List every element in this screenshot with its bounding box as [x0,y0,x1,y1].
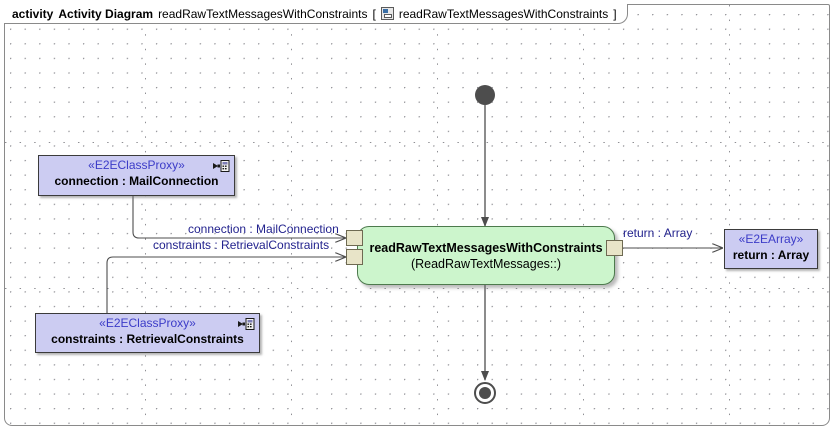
object-node-constraints-label: constraints : RetrievalConstraints [51,332,244,346]
action-node-subtitle: (ReadRawTextMessages::) [410,256,562,271]
diagram-frame [4,4,830,426]
grid-major-column [291,5,292,425]
object-node-return-stereotype: «E2EArray» [738,232,804,246]
grid-major-column [145,5,146,425]
class-proxy-icon [213,160,230,172]
header-diagram-type: Activity Diagram [58,6,154,21]
object-node-connection-stereotype: «E2EClassProxy» [88,158,185,172]
edge-label-connection: connection : MailConnection [188,222,339,236]
grid-major-column [437,5,438,425]
object-node-connection[interactable]: «E2EClassProxy» connection : MailConnect… [38,155,235,196]
object-node-constraints-stereotype: «E2EClassProxy» [99,316,196,330]
activity-diagram-icon [380,7,394,20]
grid-major-column [729,5,730,425]
grid-major-column [583,5,584,425]
class-proxy-icon [238,318,255,330]
header-qualified-name: readRawTextMessagesWithConstraints [398,6,609,21]
activity-final-node[interactable] [474,382,496,404]
connection-input-pin[interactable] [346,230,363,246]
header-bracket-open: [ [372,6,376,21]
action-node-readRawTextMessagesWithConstraints[interactable]: readRawTextMessagesWithConstraints (Read… [357,226,615,285]
constraints-input-pin[interactable] [346,249,363,265]
object-node-return[interactable]: «E2EArray» return : Array [724,229,818,269]
edge-label-constraints: constraints : RetrievalConstraints [153,238,330,252]
header-diagram-name: readRawTextMessagesWithConstraints [158,6,368,21]
action-node-title: readRawTextMessagesWithConstraints [369,240,603,255]
initial-node[interactable] [475,85,495,105]
grid-major-row [5,142,829,143]
header-bracket-close: ] [613,6,617,21]
grid-major-row [5,288,829,289]
return-output-pin[interactable] [606,240,623,256]
diagram-header-tab[interactable]: activity Activity Diagram readRawTextMes… [4,4,628,24]
object-node-constraints[interactable]: «E2EClassProxy» constraints : RetrievalC… [35,313,260,353]
header-keyword: activity [12,6,54,21]
object-node-connection-label: connection : MailConnection [54,174,219,188]
object-node-return-label: return : Array [732,248,810,262]
edge-label-return: return : Array [623,226,693,240]
